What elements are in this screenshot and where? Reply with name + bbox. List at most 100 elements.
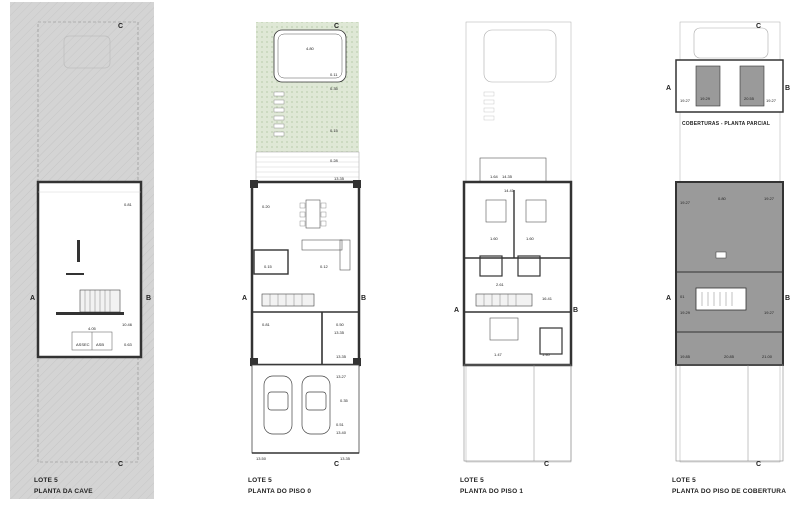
dim-label: 19.29 bbox=[680, 310, 691, 315]
section-mark-c-top: C bbox=[334, 23, 339, 30]
main-roof bbox=[675, 181, 784, 366]
garage-roof bbox=[675, 364, 784, 462]
section-mark-a: A bbox=[242, 295, 247, 302]
section-mark-a: A bbox=[454, 307, 459, 314]
dim-label: 0.81 bbox=[124, 202, 133, 207]
panel-title: PLANTA DO PISO 1 bbox=[460, 488, 523, 495]
bathroom bbox=[539, 327, 563, 355]
dim-label: 0.15 bbox=[330, 128, 339, 133]
dim-label: 19.27 bbox=[764, 310, 775, 315]
dim-label: 0.15 bbox=[264, 264, 273, 269]
dim-label: 14.35 bbox=[502, 174, 513, 179]
dim-label: 14.41 bbox=[504, 188, 515, 193]
section-mark-c-top: C bbox=[118, 23, 123, 30]
dim-label: 4.80 bbox=[306, 46, 315, 51]
dim-label: 1.60 bbox=[526, 236, 535, 241]
dim-label: 1.47 bbox=[494, 352, 503, 357]
dim-label: 0.80 bbox=[718, 196, 727, 201]
dim-label: 19.85 bbox=[680, 354, 691, 359]
dim-label: 0.51 bbox=[336, 422, 345, 427]
dining-table bbox=[305, 199, 321, 229]
panel-title: PLANTA DO PISO 0 bbox=[248, 488, 311, 495]
section-mark-b: B bbox=[785, 85, 790, 92]
dim-label: 0.35 bbox=[330, 86, 339, 91]
stair bbox=[475, 293, 533, 307]
dim-label: 13.35 bbox=[334, 330, 345, 335]
dim-label: 19.27 bbox=[764, 196, 775, 201]
room-label-assec: ASSEC bbox=[76, 342, 90, 347]
pool-outline bbox=[483, 29, 557, 83]
dim-label: 19.27 bbox=[680, 200, 691, 205]
panel-piso1: 1.64 14.35 14.41 1.60 1.60 2.61 16.41 1.… bbox=[454, 21, 578, 495]
panel-cobertura: 19.27 19.29 20.55 19.27 COBERTURAS - PLA… bbox=[666, 21, 790, 495]
dim-label: 1.60 bbox=[490, 236, 499, 241]
dim-label: 0.81 bbox=[262, 322, 271, 327]
partial-roof-title: COBERTURAS - PLANTA PARCIAL bbox=[682, 121, 770, 127]
dim-label: 16.41 bbox=[542, 296, 553, 301]
dim-label: 10.46 bbox=[122, 322, 133, 327]
dim-label: 20.85 bbox=[724, 354, 735, 359]
dim-label: 0.50 bbox=[336, 322, 345, 327]
dim-label: 0.28 bbox=[330, 158, 339, 163]
section-mark-b-lower: B bbox=[785, 295, 790, 302]
wc bbox=[253, 249, 289, 275]
panel-title: PLANTA DA CAVE bbox=[34, 488, 93, 495]
section-mark-b: B bbox=[573, 307, 578, 314]
dim-label: 20.55 bbox=[744, 96, 755, 101]
dim-label: 21.00 bbox=[762, 354, 773, 359]
bed bbox=[525, 199, 547, 223]
dim-label: 2.61 bbox=[496, 282, 505, 287]
sofa bbox=[301, 239, 343, 251]
section-mark-b: B bbox=[146, 295, 151, 302]
section-mark-c: C bbox=[334, 461, 339, 468]
balcony bbox=[479, 157, 547, 183]
dim-label: 19.27 bbox=[766, 98, 777, 103]
dim-label: 1.64 bbox=[490, 174, 499, 179]
dim-label: 13.35 bbox=[336, 354, 347, 359]
section-mark-a-lower: A bbox=[666, 295, 671, 302]
dim-label: 19.27 bbox=[680, 98, 691, 103]
dim-label: 13.35 bbox=[340, 456, 351, 461]
bed bbox=[485, 199, 507, 223]
panel-cave: ASSEC ASB 4.05 0.81 10.46 0.63 A B C C L… bbox=[10, 2, 154, 499]
lote-label: LOTE 5 bbox=[460, 477, 484, 484]
section-mark-c: C bbox=[118, 461, 123, 468]
dim-label: 0.63 bbox=[124, 342, 133, 347]
lote-label: LOTE 5 bbox=[672, 477, 696, 484]
dim-label: 4.05 bbox=[88, 326, 97, 331]
skylight bbox=[715, 251, 727, 259]
partial-roof bbox=[675, 59, 784, 113]
section-mark-b: B bbox=[361, 295, 366, 302]
section-mark-c: C bbox=[544, 461, 549, 468]
dim-label: 0.12 bbox=[320, 264, 329, 269]
panel-piso0: 4.80 0.11 0.35 0.15 0.28 13.35 0.20 0.15… bbox=[242, 22, 366, 495]
bed bbox=[489, 317, 519, 341]
pool-outline bbox=[693, 27, 769, 59]
dim-label: 13.27 bbox=[336, 374, 347, 379]
dim-label: 01 bbox=[680, 294, 685, 299]
lote-label: LOTE 5 bbox=[34, 477, 58, 484]
bathroom bbox=[517, 255, 541, 277]
basement-floor bbox=[36, 180, 143, 359]
pool-outline bbox=[63, 35, 111, 69]
lote-label: LOTE 5 bbox=[248, 477, 272, 484]
panel-title: PLANTA DO PISO DE COBERTURA bbox=[672, 488, 786, 495]
dim-label: 0.35 bbox=[340, 398, 349, 403]
section-mark-c: C bbox=[756, 461, 761, 468]
garage-roof bbox=[463, 364, 572, 462]
dim-label: 13.40 bbox=[336, 430, 347, 435]
dim-label: 19.29 bbox=[700, 96, 711, 101]
car-icon bbox=[263, 375, 331, 435]
bathroom bbox=[479, 255, 503, 277]
room-label-asb: ASB bbox=[96, 342, 104, 347]
dim-label: 1.40 bbox=[542, 352, 551, 357]
dim-label: 13.35 bbox=[334, 176, 345, 181]
roof-terrace bbox=[695, 287, 747, 311]
garage bbox=[251, 364, 360, 454]
dim-label: 13.50 bbox=[256, 456, 267, 461]
stair bbox=[261, 293, 315, 307]
section-mark-c-top: C bbox=[756, 23, 761, 30]
section-mark-a: A bbox=[666, 85, 671, 92]
dim-label: 0.20 bbox=[262, 204, 271, 209]
